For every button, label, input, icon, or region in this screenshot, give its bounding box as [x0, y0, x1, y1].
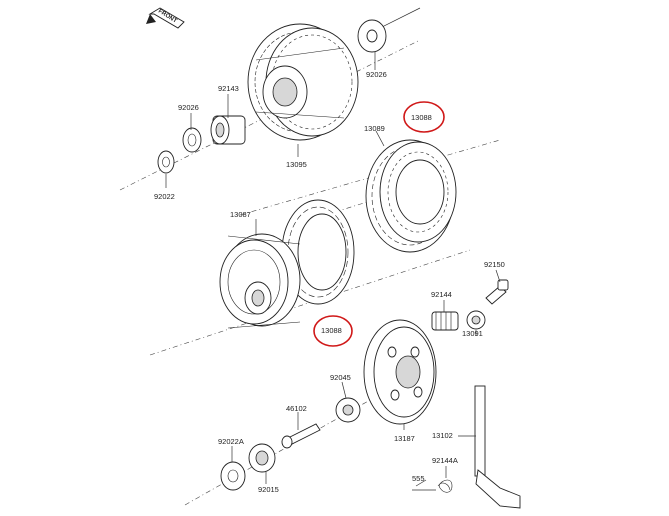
- push-rod-46102: [281, 423, 321, 449]
- clutch-hub-13087: [219, 233, 301, 329]
- label-13087: 13087: [230, 210, 251, 219]
- washer-92026-left: [182, 127, 202, 153]
- label-13102: 13102: [432, 431, 453, 440]
- washer-92022: [157, 150, 175, 174]
- label-92045: 92045: [330, 373, 351, 382]
- bearing-92045: [335, 397, 361, 423]
- label-13187: 13187: [394, 434, 415, 443]
- highlight-circle-13088-top: [403, 101, 445, 133]
- bearing-92143: [210, 115, 246, 145]
- label-555: 555: [412, 474, 425, 483]
- spring-92144A: [437, 479, 453, 493]
- label-92026-left: 92026: [178, 103, 199, 112]
- label-92022A: 92022A: [218, 437, 244, 446]
- spring-92144: [431, 311, 459, 331]
- pressure-plate-13187: [363, 319, 437, 425]
- lever-shaft-13102: [474, 385, 521, 509]
- label-92026-top: 92026: [366, 70, 387, 79]
- nut-92015: [248, 443, 276, 473]
- front-direction-icon: FRONT: [146, 7, 185, 29]
- bolt-92150: [485, 279, 509, 305]
- label-13088-top: 13088: [411, 113, 432, 122]
- label-46102: 46102: [286, 404, 307, 413]
- washer-92022A: [220, 461, 246, 491]
- label-13089: 13089: [364, 124, 385, 133]
- label-13095: 13095: [286, 160, 307, 169]
- label-92144A: 92144A: [432, 456, 458, 465]
- washer-92026-top: [357, 19, 387, 53]
- axis-line-top-end: [379, 7, 421, 29]
- clutch-plates-13089: [365, 139, 457, 253]
- axis-line-top: [119, 39, 421, 191]
- label-92015: 92015: [258, 485, 279, 494]
- label-92144: 92144: [431, 290, 452, 299]
- label-13088-bottom: 13088: [321, 326, 342, 335]
- label-13091: 13091: [462, 329, 483, 338]
- clutch-housing-13095: [247, 23, 359, 141]
- holder-13091: [466, 310, 486, 330]
- leader-lines: [165, 52, 501, 487]
- label-92022: 92022: [154, 192, 175, 201]
- highlight-circle-13088-bottom: [313, 315, 353, 347]
- label-92143: 92143: [218, 84, 239, 93]
- label-92150: 92150: [484, 260, 505, 269]
